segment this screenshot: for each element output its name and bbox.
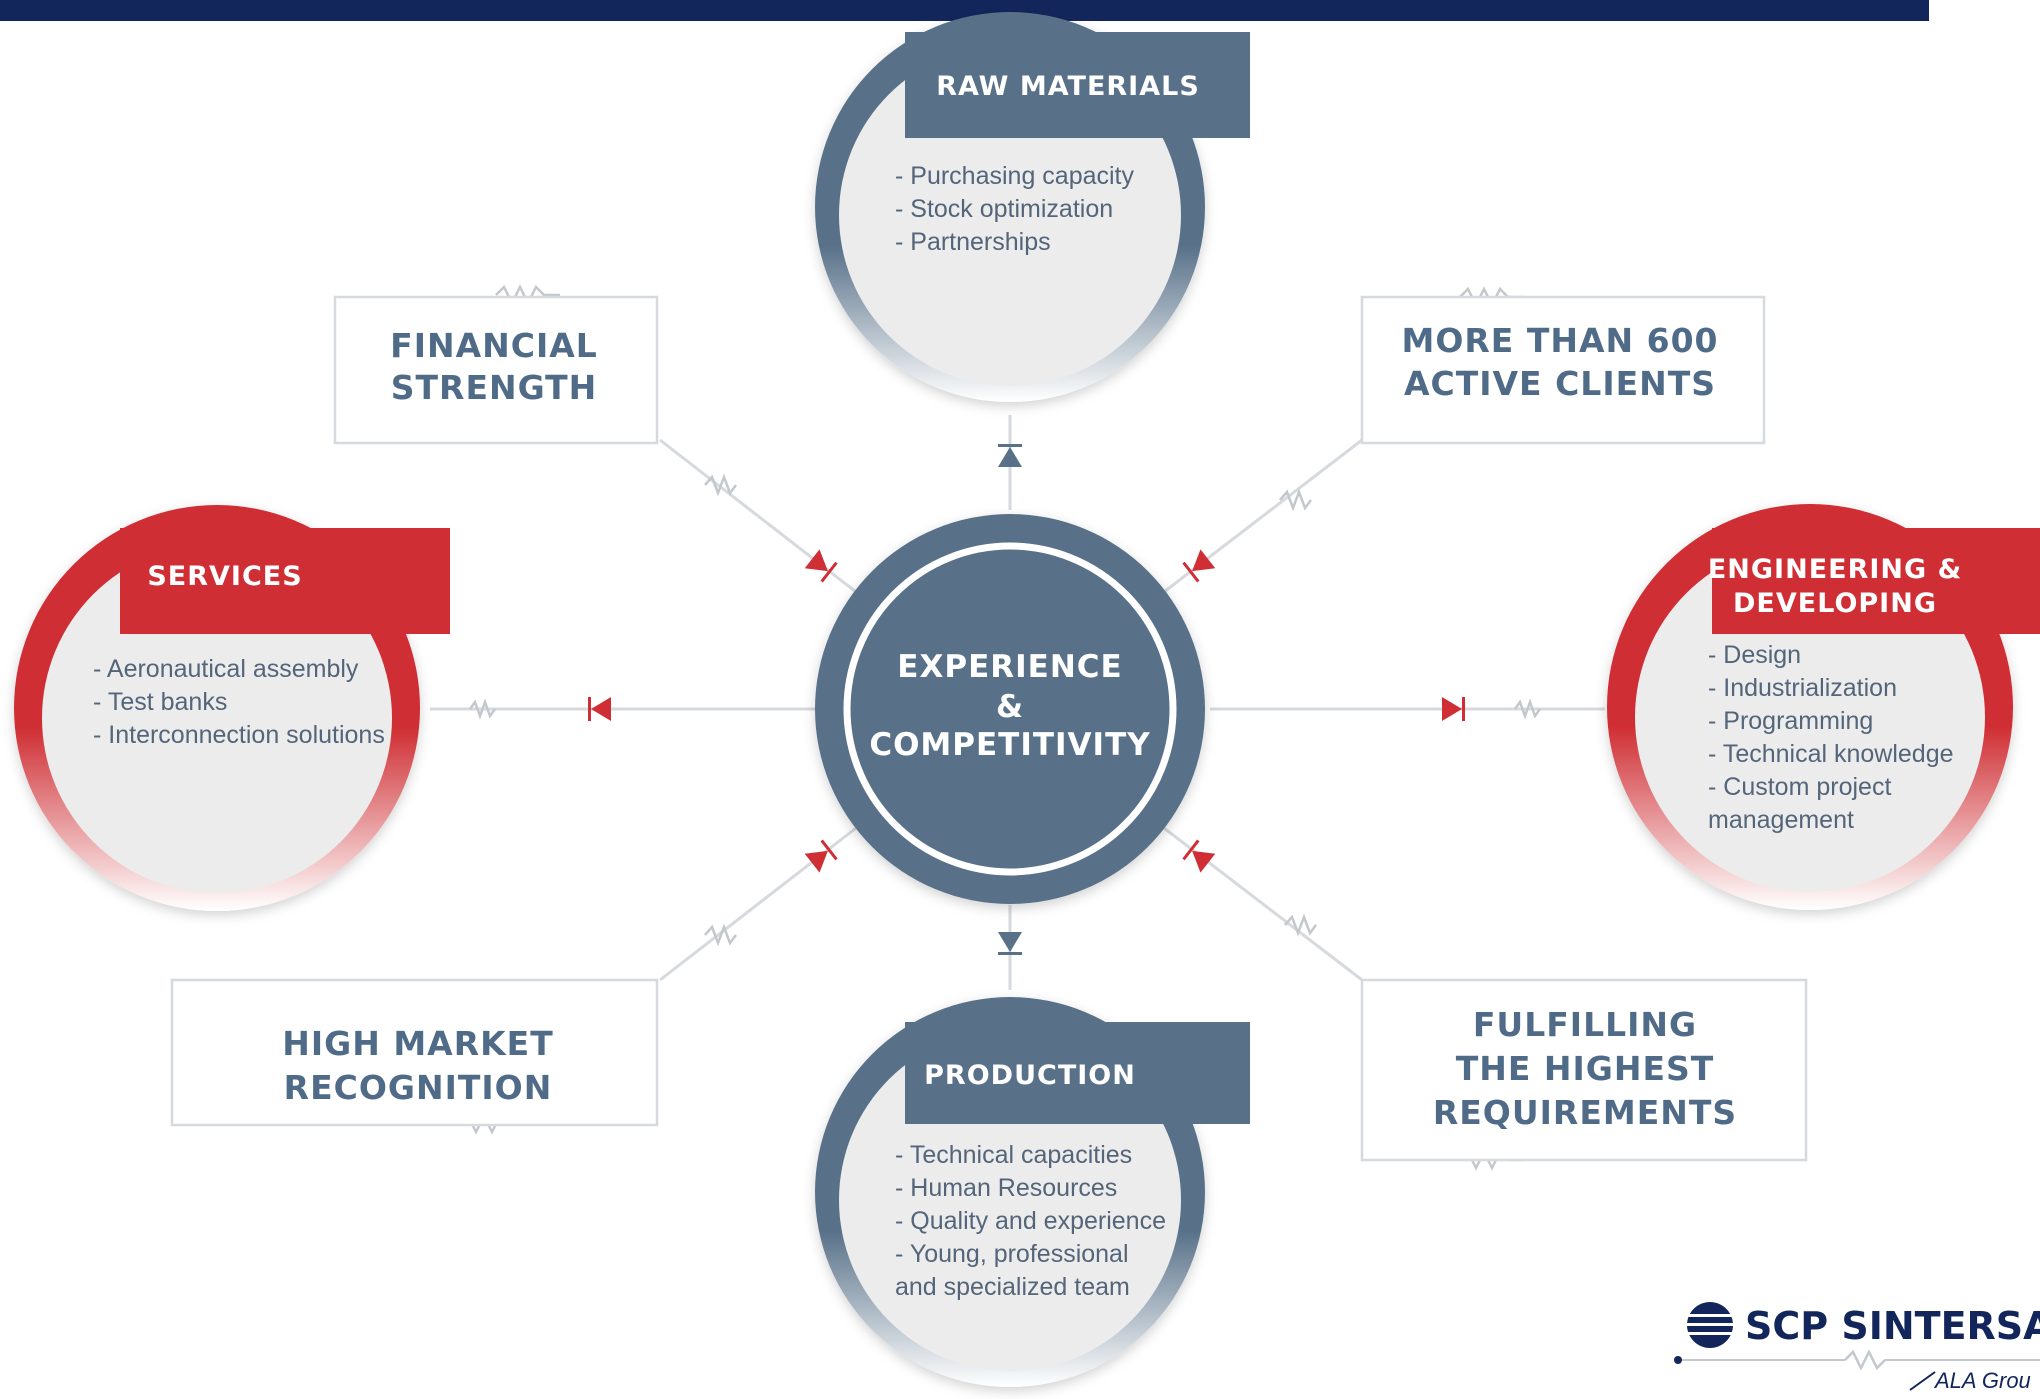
node-item: - Technical knowledge [1708, 740, 1954, 768]
node-item: - Design [1708, 641, 1801, 669]
zigzag-mark [704, 923, 737, 947]
node-item: - Programming [1708, 707, 1873, 735]
zigzag-mark [495, 284, 560, 306]
arrow-icon [804, 549, 838, 583]
box-line: THE HIGHEST [1456, 1049, 1715, 1088]
box-financial-strength: FINANCIAL STRENGTH [333, 295, 659, 445]
box-line: FULFILLING [1473, 1005, 1697, 1044]
node-item: - Custom project [1708, 773, 1891, 801]
center-hub: EXPERIENCE & COMPETITIVITY [815, 514, 1205, 904]
connector-lower-left [659, 823, 861, 982]
node-header-tab [120, 528, 450, 634]
node-item: - Young, professional [895, 1240, 1129, 1268]
node-item: - Aeronautical assembly [93, 655, 359, 683]
node-item: - Industrialization [1708, 674, 1897, 702]
zigzag-mark [1279, 488, 1312, 512]
company-logo: SCP SINTERSA ALA Grou [1674, 1302, 2040, 1393]
arrow-icon [588, 697, 611, 721]
arrow-icon [998, 444, 1022, 467]
node-services: SERVICES - Aeronautical assembly - Test … [14, 505, 450, 911]
zigzag-mark [1513, 698, 1542, 720]
zigzag-mark [468, 698, 497, 720]
node-header-tab [1712, 528, 2040, 634]
node-production: PRODUCTION - Technical capacities - Huma… [815, 997, 1250, 1387]
box-line: REQUIREMENTS [1433, 1093, 1737, 1132]
zigzag-mark [1284, 913, 1317, 937]
box-line: ACTIVE CLIENTS [1404, 364, 1716, 403]
connector-lower-right [1159, 823, 1363, 982]
box-line: RECOGNITION [284, 1068, 553, 1107]
node-header-tab [905, 1022, 1250, 1124]
logo-globe-icon [1687, 1302, 1733, 1348]
node-item: - Human Resources [895, 1174, 1117, 1202]
logo-name: SCP SINTERSA [1745, 1304, 2040, 1348]
box-market-recognition: HIGH MARKET RECOGNITION [170, 978, 659, 1127]
node-item: - Partnerships [895, 228, 1051, 256]
node-item: - Technical capacities [895, 1141, 1132, 1169]
box-active-clients: MORE THAN 600 ACTIVE CLIENTS [1360, 295, 1766, 445]
zigzag-mark [704, 473, 737, 497]
node-item: - Purchasing capacity [895, 162, 1135, 190]
node-item: - Interconnection solutions [93, 721, 385, 749]
node-title: ENGINEERING & [1708, 554, 1962, 585]
arrow-icon [998, 932, 1022, 955]
box-line: FINANCIAL [390, 326, 598, 365]
arrow-icon [1442, 697, 1465, 721]
node-title: SERVICES [147, 561, 302, 592]
box-line: MORE THAN 600 [1402, 321, 1719, 360]
node-item: management [1708, 806, 1854, 834]
arrow-icon [1182, 549, 1216, 583]
center-line: EXPERIENCE [897, 649, 1122, 685]
node-item: and specialized team [895, 1273, 1130, 1301]
arrow-icon [804, 839, 838, 873]
box-highest-requirements: FULFILLING THE HIGHEST REQUIREMENTS [1360, 978, 1808, 1162]
center-line: COMPETITIVITY [869, 727, 1150, 763]
arrow-icon [1182, 839, 1216, 873]
top-header-bar [0, 0, 1929, 21]
node-title: DEVELOPING [1733, 588, 1937, 619]
node-item: - Quality and experience [895, 1207, 1166, 1235]
logo-dot [1674, 1356, 1682, 1364]
box-line: HIGH MARKET [282, 1024, 554, 1063]
zigzag-mark [1844, 1349, 1886, 1371]
node-item: - Test banks [93, 688, 227, 716]
node-engineering-developing: ENGINEERING & DEVELOPING - Design - Indu… [1607, 504, 2040, 910]
logo-group: ALA Grou [1933, 1368, 2031, 1393]
node-item: - Stock optimization [895, 195, 1113, 223]
box-line: STRENGTH [391, 368, 597, 407]
node-header-tab [905, 32, 1250, 138]
node-title: PRODUCTION [924, 1060, 1136, 1091]
node-title: RAW MATERIALS [936, 71, 1200, 102]
node-raw-materials: RAW MATERIALS - Purchasing capacity - St… [815, 12, 1250, 402]
arrow-markers [588, 444, 1465, 955]
center-line: & [996, 689, 1024, 725]
